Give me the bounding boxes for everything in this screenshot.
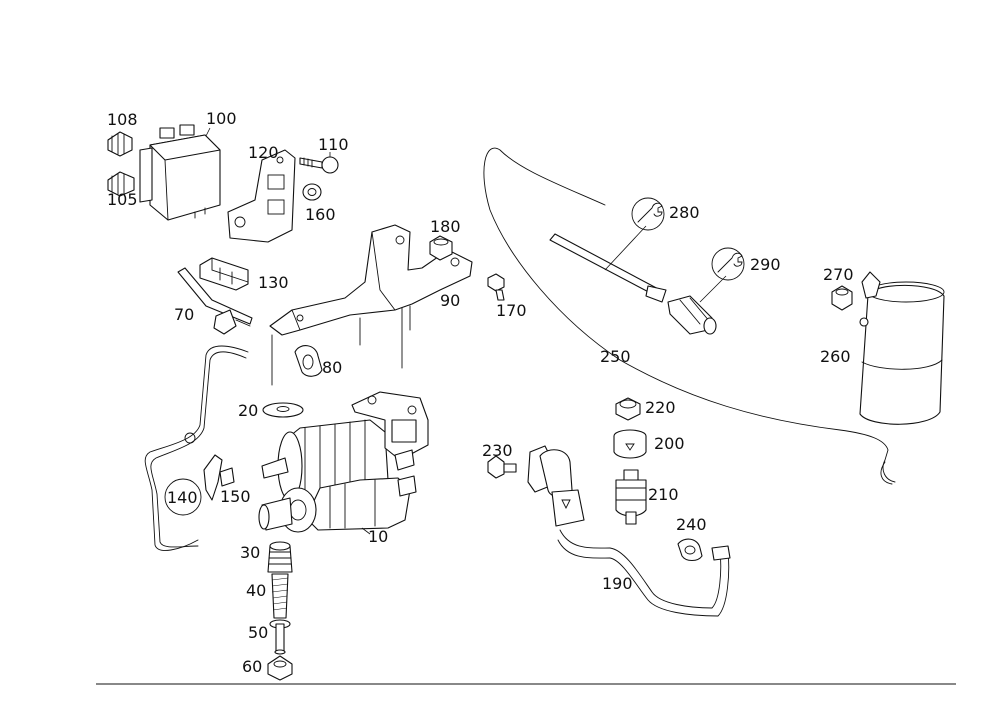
label-180: 180 bbox=[430, 217, 461, 236]
label-80: 80 bbox=[322, 358, 342, 377]
part-190-valve-hose bbox=[527, 445, 731, 617]
label-60: 60 bbox=[242, 657, 262, 676]
part-120-bracket bbox=[227, 149, 296, 243]
part-30-damper bbox=[267, 541, 293, 573]
label-20: 20 bbox=[238, 401, 258, 420]
part-105-fitting bbox=[107, 171, 135, 197]
label-110: 110 bbox=[318, 135, 349, 154]
label-270: 270 bbox=[823, 265, 854, 284]
label-40: 40 bbox=[246, 581, 266, 600]
label-10: 10 bbox=[368, 527, 388, 546]
label-220: 220 bbox=[645, 398, 676, 417]
part-180-grommet bbox=[429, 235, 453, 261]
label-200: 200 bbox=[654, 434, 685, 453]
part-220-ring bbox=[615, 397, 641, 421]
label-170: 170 bbox=[496, 301, 527, 320]
label-290: 290 bbox=[750, 255, 781, 274]
label-140: 140 bbox=[167, 488, 198, 507]
part-40-bolt bbox=[271, 573, 289, 619]
part-140-pipe bbox=[144, 345, 249, 551]
part-280-rod bbox=[549, 233, 667, 303]
part-60-nut bbox=[267, 655, 293, 681]
part-70-lever bbox=[177, 267, 253, 335]
label-260: 260 bbox=[820, 347, 851, 366]
part-108-fitting bbox=[107, 131, 133, 157]
part-110-screw bbox=[299, 156, 339, 174]
label-230: 230 bbox=[482, 441, 513, 460]
part-250-air-line bbox=[483, 147, 896, 485]
label-150: 150 bbox=[220, 487, 251, 506]
part-150-clip bbox=[203, 454, 235, 501]
part-270-fitting bbox=[831, 285, 853, 311]
label-70: 70 bbox=[174, 305, 194, 324]
label-100: 100 bbox=[206, 109, 237, 128]
label-120: 120 bbox=[248, 143, 279, 162]
wrench-icon-280 bbox=[631, 197, 665, 231]
part-90-bracket bbox=[269, 224, 473, 386]
part-230-bolt bbox=[487, 455, 517, 479]
part-200-cap bbox=[613, 429, 647, 459]
part-210-valve bbox=[615, 469, 647, 525]
label-90: 90 bbox=[440, 291, 460, 310]
label-50: 50 bbox=[248, 623, 268, 642]
part-140-callout bbox=[164, 478, 202, 516]
part-240-clamp bbox=[677, 538, 703, 562]
part-260-reservoir bbox=[859, 271, 945, 425]
label-108: 108 bbox=[107, 110, 138, 129]
label-30: 30 bbox=[240, 543, 260, 562]
label-210: 210 bbox=[648, 485, 679, 504]
part-100-control-unit bbox=[139, 124, 221, 221]
label-190: 190 bbox=[602, 574, 633, 593]
part-170-bolt bbox=[487, 273, 505, 301]
part-20-washer bbox=[262, 402, 304, 418]
wrench-icon-290 bbox=[711, 247, 745, 281]
part-290-coupling bbox=[667, 295, 717, 335]
part-50-bolt bbox=[269, 619, 291, 655]
label-250: 250 bbox=[600, 347, 631, 366]
part-160-nut bbox=[302, 183, 322, 201]
part-10-compressor bbox=[258, 391, 429, 533]
label-130: 130 bbox=[258, 273, 289, 292]
label-160: 160 bbox=[305, 205, 336, 224]
label-280: 280 bbox=[669, 203, 700, 222]
label-240: 240 bbox=[676, 515, 707, 534]
label-105: 105 bbox=[107, 190, 138, 209]
part-80-clamp bbox=[294, 345, 323, 377]
part-130-clip bbox=[199, 257, 249, 291]
